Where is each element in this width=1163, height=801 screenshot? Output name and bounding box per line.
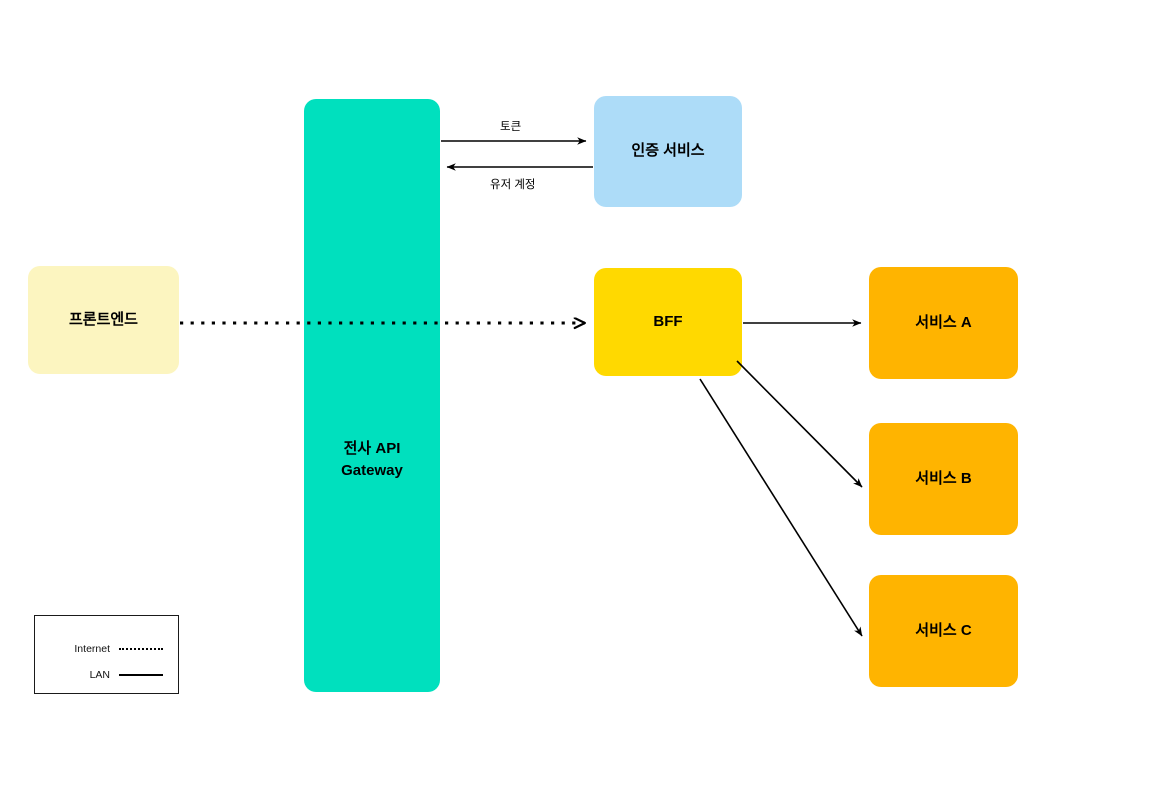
node-api-gateway-label-line1: 전사 API xyxy=(343,440,401,457)
node-api-gateway-label: 전사 API Gateway xyxy=(304,438,440,482)
legend-solid-line-icon xyxy=(119,670,167,680)
edge-label-user-account: 유저 계정 xyxy=(490,179,536,191)
node-service-a-label: 서비스 A xyxy=(915,313,972,331)
node-service-a[interactable]: 서비스 A xyxy=(869,267,1018,379)
edge-bff-to-service-c xyxy=(699,378,863,637)
legend-dotted-line-icon xyxy=(119,644,167,654)
node-frontend-label: 프론트엔드 xyxy=(68,310,138,328)
edge-label-token: 토큰 xyxy=(500,121,522,133)
node-api-gateway-label-line2: Gateway xyxy=(341,461,403,479)
node-api-gateway[interactable]: 전사 API Gateway xyxy=(304,99,440,692)
legend-item-internet: Internet xyxy=(35,641,180,657)
node-bff[interactable]: BFF xyxy=(594,268,742,376)
node-bff-label: BFF xyxy=(653,312,683,330)
legend-item-internet-label: Internet xyxy=(74,643,110,655)
node-service-b[interactable]: 서비스 B xyxy=(869,423,1018,535)
legend: Internet LAN xyxy=(34,615,179,694)
node-service-b-label: 서비스 B xyxy=(915,469,972,487)
edge-bff-to-service-b xyxy=(736,360,863,488)
legend-item-lan-label: LAN xyxy=(89,669,110,681)
node-service-c-label: 서비스 C xyxy=(915,621,972,639)
node-auth-service[interactable]: 인증 서비스 xyxy=(594,96,742,207)
legend-item-lan: LAN xyxy=(35,667,180,683)
node-frontend[interactable]: 프론트엔드 xyxy=(28,266,179,374)
node-auth-service-label: 인증 서비스 xyxy=(631,142,705,160)
node-service-c[interactable]: 서비스 C xyxy=(869,575,1018,687)
